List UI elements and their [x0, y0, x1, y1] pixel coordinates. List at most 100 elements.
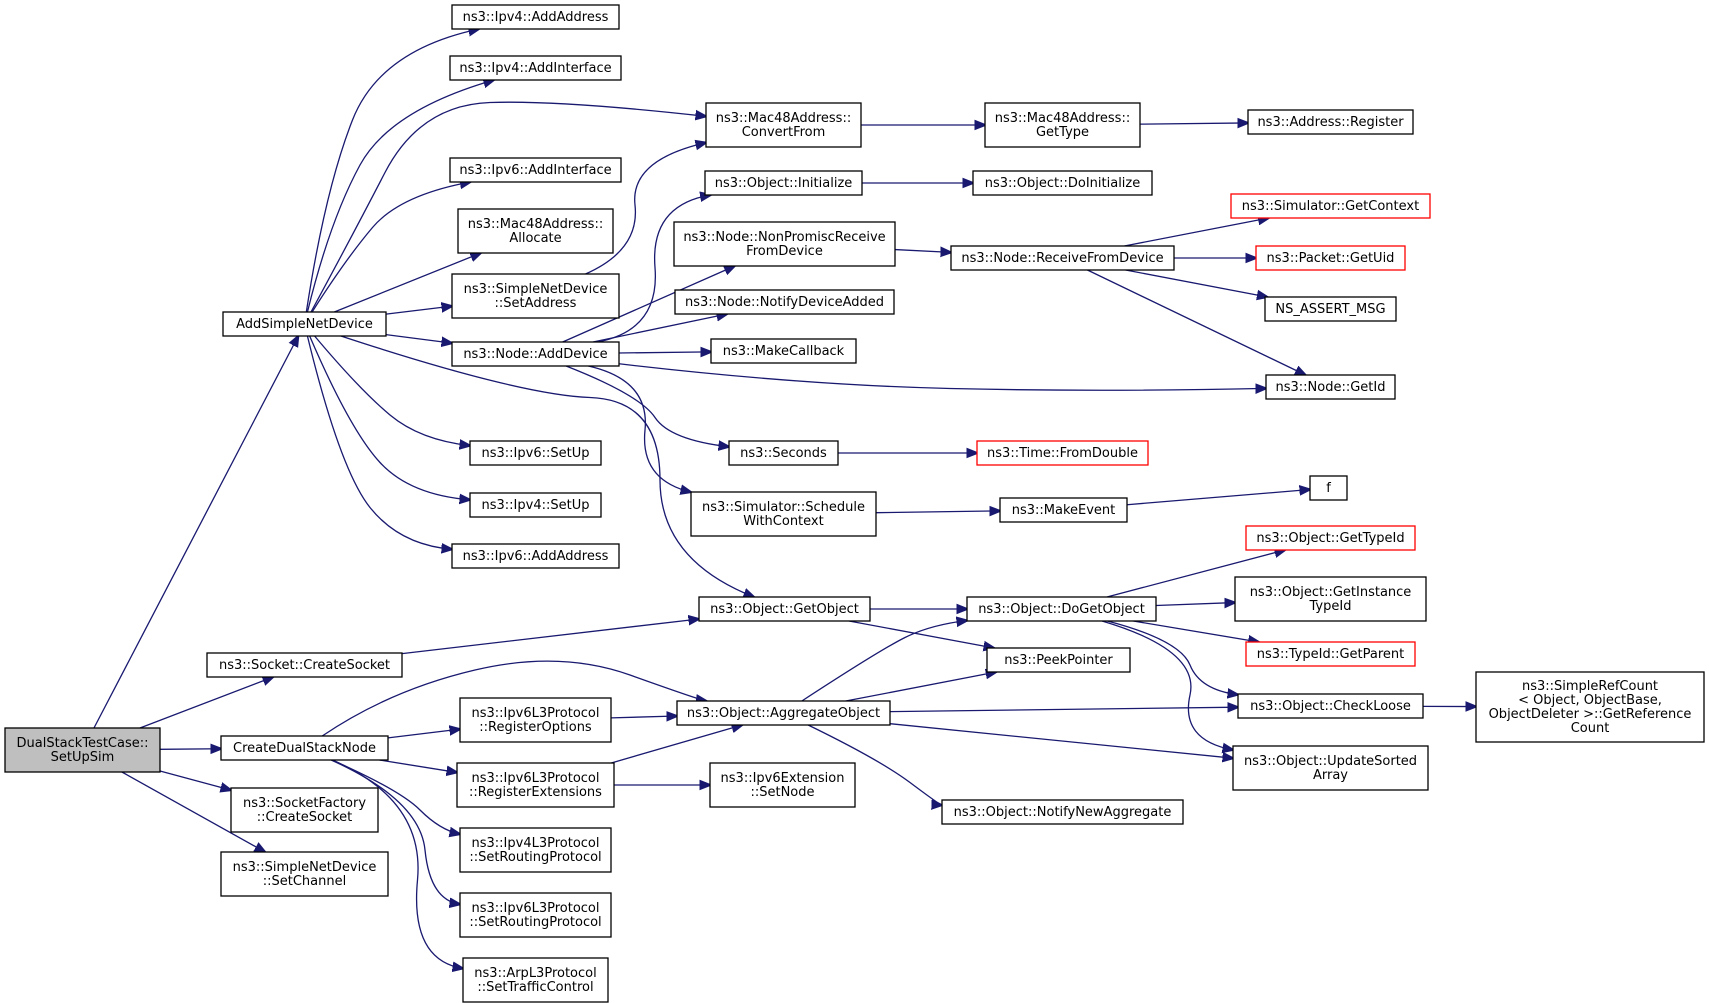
node-ns3-node-notifydeviceadded[interactable]: ns3::Node::NotifyDeviceAdded [674, 289, 895, 315]
node-ns3-makecallback[interactable]: ns3::MakeCallback [710, 338, 857, 364]
node-ns3-simplenetdevice-setchannel[interactable]: ns3::SimpleNetDevice::SetChannel [220, 851, 389, 897]
node-ns-assert-msg[interactable]: NS_ASSERT_MSG [1264, 296, 1397, 322]
node-ns3-ipv4-setup[interactable]: ns3::Ipv4::SetUp [469, 492, 602, 518]
node-label: ns3::SimpleRefCount [1522, 679, 1658, 694]
edge-cdsn-to-aggObj [321, 660, 706, 737]
node-label: TypeId [1309, 599, 1352, 614]
node-ns3-mac48address-convertfrom[interactable]: ns3::Mac48Address::ConvertFrom [705, 102, 862, 148]
node-ns3-typeid-getparent[interactable]: ns3::TypeId::GetParent [1245, 641, 1416, 667]
node-label: ns3::Node::ReceiveFromDevice [961, 251, 1163, 266]
node-ns3-simplerefcount-object-objectbase-objectdeleter-getreference-count[interactable]: ns3::SimpleRefCount< Object, ObjectBase,… [1475, 671, 1705, 743]
node-ns3-simplenetdevice-setaddress[interactable]: ns3::SimpleNetDevice::SetAddress [451, 273, 620, 319]
node-ns3-arpl3protocol-settrafficcontrol[interactable]: ns3::ArpL3Protocol::SetTrafficControl [462, 957, 609, 1003]
nodes-layer: DualStackTestCase::SetUpSim AddSimpleNetD… [4, 4, 1705, 1003]
node-label: f [1326, 481, 1331, 496]
node-ns3-peekpointer[interactable]: ns3::PeekPointer [986, 647, 1131, 673]
node-box [1255, 245, 1406, 271]
node-box [710, 338, 857, 364]
edge-addsnd-to-ipv6AddIf [311, 182, 470, 313]
node-box [4, 727, 161, 773]
node-ns3-ipv6extension-setnode[interactable]: ns3::Ipv6Extension::SetNode [709, 762, 856, 808]
node-label: GetType [1036, 125, 1089, 140]
node-box [1265, 374, 1396, 400]
edge-addsnd-to-ipv4AddIf [306, 80, 493, 313]
node-box [999, 497, 1128, 523]
node-addsimplenetdevice[interactable]: AddSimpleNetDevice [222, 311, 387, 337]
node-label: ns3::Ipv4::AddAddress [463, 10, 609, 25]
edge-addsnd-to-getObject [340, 335, 754, 597]
edge-cdsn-to-ipv4Routing [331, 759, 460, 834]
node-label: ns3::SimpleNetDevice [464, 282, 608, 297]
node-ns3-ipv6-setup[interactable]: ns3::Ipv6::SetUp [469, 440, 602, 466]
node-ns3-time-fromdouble[interactable]: ns3::Time::FromDouble [976, 440, 1149, 466]
node-label: ns3::Object::NotifyNewAggregate [954, 805, 1172, 820]
node-ns3-socketfactory-createsocket[interactable]: ns3::SocketFactory::CreateSocket [230, 787, 379, 833]
node-label: ObjectDeleter >::GetReference [1489, 707, 1692, 722]
node-ns3-object-aggregateobject[interactable]: ns3::Object::AggregateObject [676, 700, 891, 726]
node-dualstacktestcase-setupsim[interactable]: DualStackTestCase::SetUpSim [4, 727, 161, 773]
edge-aggObj-to-doGetObj [801, 620, 967, 702]
node-ns3-ipv6-addaddress[interactable]: ns3::Ipv6::AddAddress [451, 543, 620, 569]
edge-schedCtx-to-makeEvent [875, 511, 1000, 513]
node-box [676, 700, 891, 726]
node-label: ns3::Ipv6L3Protocol [472, 706, 600, 721]
edge-root-to-sockCreate [139, 677, 273, 729]
edge-makeEvent-to-f [1126, 490, 1310, 506]
node-label: ns3::Time::FromDouble [987, 446, 1138, 461]
node-box [462, 957, 609, 1003]
node-box [459, 697, 612, 743]
node-box [1232, 745, 1429, 791]
node-box [690, 491, 877, 537]
node-createdualstacknode[interactable]: CreateDualStackNode [220, 735, 389, 761]
node-ns3-ipv4-addinterface[interactable]: ns3::Ipv4::AddInterface [449, 55, 622, 81]
node-label: ns3::Node::AddDevice [463, 347, 607, 362]
node-label: ns3::Node::NonPromiscReceive [683, 230, 885, 245]
node-ns3-object-notifynewaggregate[interactable]: ns3::Object::NotifyNewAggregate [941, 799, 1184, 825]
node-label: ns3::Object::CheckLoose [1250, 699, 1411, 714]
node-label: ns3::Node::NotifyDeviceAdded [685, 295, 884, 310]
node-ns3-simulator-getcontext[interactable]: ns3::Simulator::GetContext [1230, 193, 1431, 219]
node-ns3-socket-createsocket[interactable]: ns3::Socket::CreateSocket [206, 652, 403, 678]
node-box [459, 892, 612, 938]
node-ns3-ipv6l3protocol-registerextensions[interactable]: ns3::Ipv6L3Protocol::RegisterExtensions [456, 762, 615, 808]
node-box [1245, 641, 1416, 667]
node-box [1230, 193, 1431, 219]
node-ns3-object-dogetobject[interactable]: ns3::Object::DoGetObject [966, 596, 1157, 622]
node-label: ::SetRoutingProtocol [469, 915, 601, 930]
node-ns3-node-getid[interactable]: ns3::Node::GetId [1265, 374, 1396, 400]
node-box [1237, 693, 1424, 719]
node-ns3-ipv6l3protocol-setroutingprotocol[interactable]: ns3::Ipv6L3Protocol::SetRoutingProtocol [459, 892, 612, 938]
node-ns3-address-register[interactable]: ns3::Address::Register [1247, 109, 1414, 135]
node-ns3-ipv6l3protocol-registeroptions[interactable]: ns3::Ipv6L3Protocol::RegisterOptions [459, 697, 612, 743]
node-ns3-ipv4l3protocol-setroutingprotocol[interactable]: ns3::Ipv4L3Protocol::SetRoutingProtocol [459, 827, 612, 873]
node-label: ns3::Object::GetTypeId [1256, 531, 1404, 546]
edge-nodeAddDev-to-notifyDev [592, 314, 727, 343]
node-ns3-mac48address-gettype[interactable]: ns3::Mac48Address::GetType [984, 102, 1141, 148]
node-box [709, 762, 856, 808]
node-ns3-ipv4-addaddress[interactable]: ns3::Ipv4::AddAddress [451, 4, 620, 30]
node-ns3-node-adddevice[interactable]: ns3::Node::AddDevice [451, 341, 620, 367]
node-label: ns3::Ipv4::AddInterface [459, 61, 611, 76]
node-ns3-object-getobject[interactable]: ns3::Object::GetObject [698, 596, 871, 622]
node-ns3-packet-getuid[interactable]: ns3::Packet::GetUid [1255, 245, 1406, 271]
node-ns3-node-receivefromdevice[interactable]: ns3::Node::ReceiveFromDevice [950, 245, 1175, 271]
node-ns3-object-initialize[interactable]: ns3::Object::Initialize [704, 170, 863, 196]
node-ns3-makeevent[interactable]: ns3::MakeEvent [999, 497, 1128, 523]
node-label: ns3::Packet::GetUid [1267, 251, 1395, 266]
node-label: ns3::SimpleNetDevice [233, 860, 377, 875]
edge-aggObj-to-peekPtr [845, 672, 996, 702]
node-ns3-object-doinitialize[interactable]: ns3::Object::DoInitialize [972, 170, 1153, 196]
node-box [966, 596, 1157, 622]
edge-root-to-sfCreate [159, 770, 231, 790]
node-ns3-seconds[interactable]: ns3::Seconds [728, 440, 839, 466]
node-ns3-ipv6-addinterface[interactable]: ns3::Ipv6::AddInterface [449, 157, 622, 183]
node-ns3-object-checkloose[interactable]: ns3::Object::CheckLoose [1237, 693, 1424, 719]
node-box [1309, 475, 1348, 501]
node-ns3-mac48address-allocate[interactable]: ns3::Mac48Address::Allocate [457, 208, 614, 254]
node-ns3-object-gettypeid[interactable]: ns3::Object::GetTypeId [1245, 525, 1416, 551]
node-f[interactable]: f [1309, 475, 1348, 501]
